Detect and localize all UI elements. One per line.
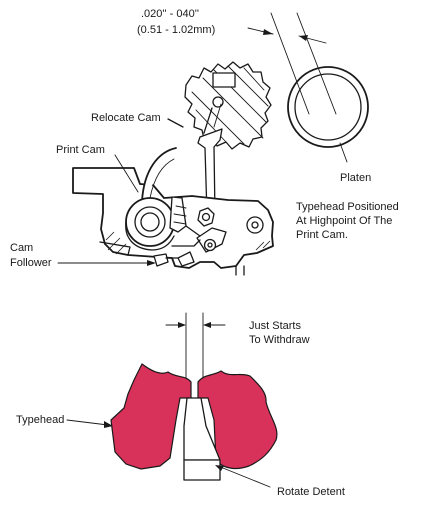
linkage xyxy=(153,196,227,267)
typehead-section xyxy=(110,363,278,470)
print-cam xyxy=(114,154,175,251)
rotate-detent-label: Rotate Detent xyxy=(277,486,345,498)
cam-follower-label-line1: Cam xyxy=(10,242,33,254)
cam-follower-label-line2: Follower xyxy=(10,257,52,269)
print-cam-label: Print Cam xyxy=(56,144,105,156)
cam-follower-arrow xyxy=(147,260,156,266)
typehead-ball xyxy=(184,61,272,150)
relocate-cam-label: Relocate Cam xyxy=(91,112,161,124)
just-starts-line1: Just Starts xyxy=(249,320,301,332)
typehead-label: Typehead xyxy=(16,414,64,426)
typehead-positioned-line3: Print Cam. xyxy=(296,229,348,241)
typehead-positioned-line2: At Highpoint Of The xyxy=(296,215,392,227)
just-starts-line2: To Withdraw xyxy=(249,334,310,346)
platen-label: Platen xyxy=(340,172,371,184)
gap-dimension xyxy=(247,12,337,115)
gap-label-inches: .020'' - 040'' xyxy=(141,8,199,20)
relocate-cam xyxy=(141,118,184,202)
typehead-positioned-line1: Typehead Positioned xyxy=(296,201,399,213)
gap-label-mm: (0.51 - 1.02mm) xyxy=(137,24,215,36)
platen xyxy=(287,66,369,163)
typehead-leader xyxy=(66,419,109,426)
typehead-arrow xyxy=(104,421,113,428)
rotate-detent xyxy=(183,397,271,488)
